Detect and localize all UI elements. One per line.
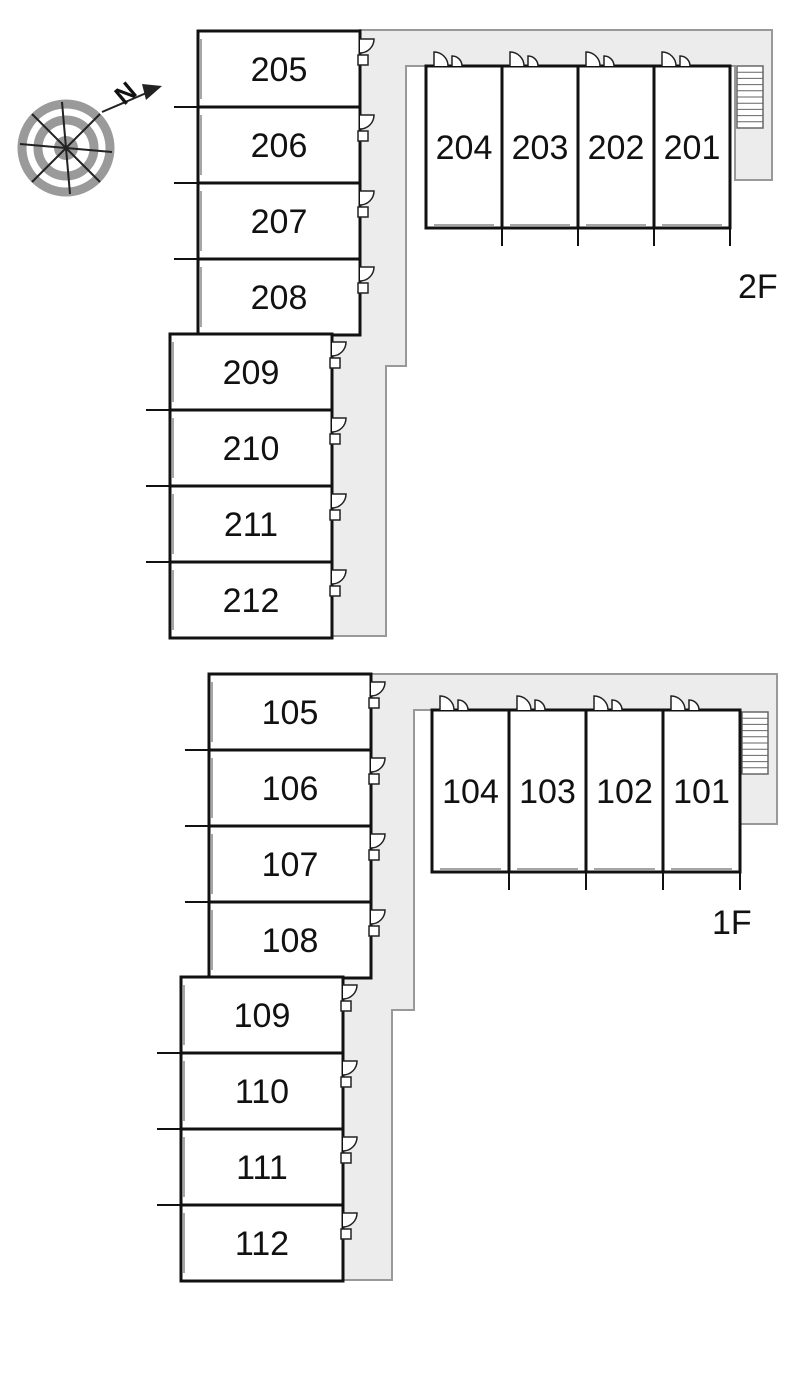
room-label: 111 [236,1149,288,1187]
room-212: 212 [146,560,347,640]
door-icon [329,341,347,369]
room-label: 210 [223,430,280,468]
room-105: 105 [207,672,386,752]
room-208: 208 [174,257,375,337]
compass-north-icon: N [17,76,162,197]
door-icon [357,38,375,66]
room-label: 209 [223,354,280,392]
room-label: 105 [262,694,319,732]
door-icon [670,695,700,711]
floor-label: 1F [712,904,752,942]
door-icon [357,114,375,142]
door-icon [340,1212,358,1240]
room-label: 205 [251,51,308,89]
floor-2f-plan: 205 206 207 208 209 210 211 212 204 203 202 201 2F [146,29,778,640]
door-icon [329,417,347,445]
room-label: 208 [251,279,308,317]
room-label: 104 [442,773,499,811]
room-label: 206 [251,127,308,165]
room-112: 112 [157,1203,358,1283]
staircase [741,711,769,775]
room-206: 206 [174,105,375,185]
door-icon [368,681,386,709]
room-207: 207 [174,181,375,261]
room-label: 207 [251,203,308,241]
door-icon [593,695,623,711]
room-109: 109 [179,975,358,1055]
room-202: 202 [576,51,656,246]
door-icon [509,51,539,67]
room-label: 112 [235,1225,289,1263]
room-label: 107 [262,846,319,884]
compass-label: N [109,76,143,111]
room-209: 209 [168,332,347,412]
door-icon [357,190,375,218]
room-label: 202 [588,129,645,167]
door-icon [340,1136,358,1164]
door-icon [439,695,469,711]
room-111: 111 [157,1127,358,1207]
room-label: 101 [673,773,730,811]
door-icon [357,266,375,294]
room-107: 107 [185,824,386,904]
door-icon [340,984,358,1012]
room-label: 211 [224,506,278,544]
room-label: 102 [596,773,653,811]
room-label: 109 [234,997,291,1035]
door-icon [340,1060,358,1088]
room-label: 201 [664,129,721,167]
room-108: 108 [185,900,386,980]
door-icon [368,909,386,937]
floor-label: 2F [738,268,778,306]
door-icon [329,569,347,597]
room-label: 110 [235,1073,289,1111]
staircase [736,65,764,129]
door-icon [433,51,463,67]
room-104: 104 [430,695,511,874]
door-icon [516,695,546,711]
door-icon [585,51,615,67]
room-204: 204 [424,51,504,230]
floor-1f-plan: 105 106 107 108 109 110 111 112 104 103 102 101 1F [157,672,778,1283]
room-label: 108 [262,922,319,960]
room-211: 211 [146,484,347,564]
door-icon [368,833,386,861]
room-102: 102 [584,695,665,890]
room-203: 203 [500,51,580,246]
room-110: 110 [157,1051,358,1131]
room-210: 210 [146,408,347,488]
room-205: 205 [196,29,375,109]
room-label: 106 [262,770,319,808]
room-label: 212 [223,582,280,620]
room-201: 201 [652,51,732,246]
door-icon [661,51,691,67]
room-106: 106 [185,748,386,828]
room-label: 203 [512,129,569,167]
door-icon [368,757,386,785]
room-label: 103 [519,773,576,811]
room-label: 204 [436,129,493,167]
door-icon [329,493,347,521]
room-101: 101 [661,695,742,890]
room-103: 103 [507,695,588,890]
